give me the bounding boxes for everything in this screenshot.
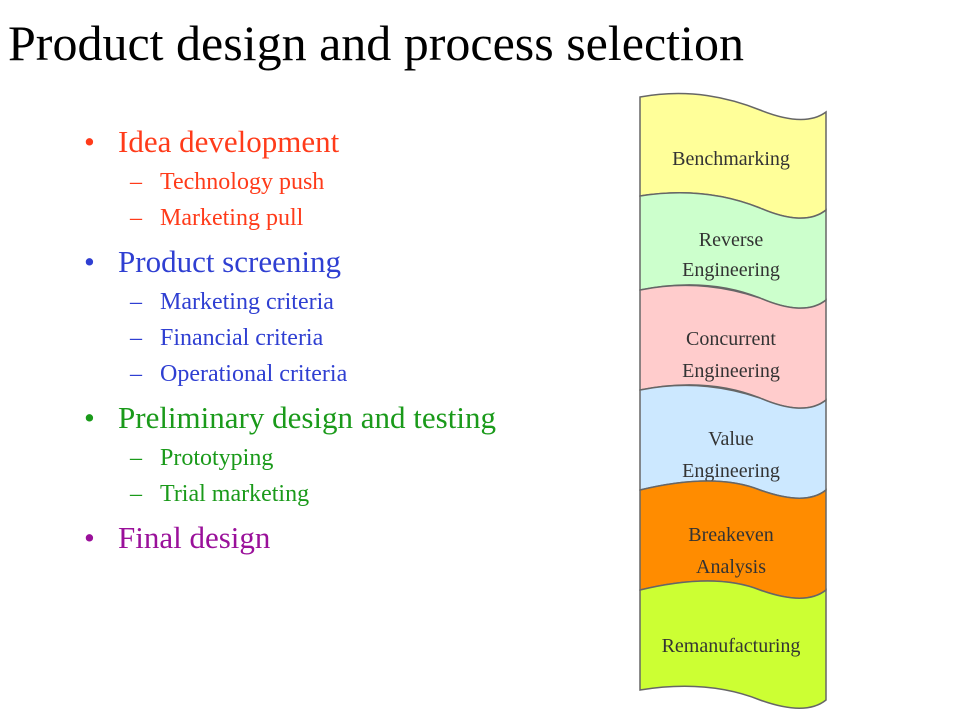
band-label-line: Analysis <box>696 556 766 578</box>
sub-dash: – <box>130 361 142 387</box>
bullet-text: Idea development <box>118 124 340 159</box>
sub-dash: – <box>130 169 142 195</box>
sub-item-text: Operational criteria <box>160 361 348 387</box>
sub-item-text: Financial criteria <box>160 325 324 351</box>
bullet-dot: • <box>84 244 95 279</box>
sub-item-text: Technology push <box>160 169 325 195</box>
sub-item-text: Marketing criteria <box>160 289 334 315</box>
band-label-line: Engineering <box>682 460 780 482</box>
bullet-text: Product screening <box>118 244 341 279</box>
sub-item-text: Trial marketing <box>160 481 310 507</box>
tool-band-reverse-engineering: Reverse Engineering <box>639 192 827 309</box>
band-shape <box>639 580 827 710</box>
band-label-line: Value <box>708 428 754 450</box>
bullet-dot: • <box>84 400 95 435</box>
sub-item-operational-criteria: – Operational criteria <box>80 359 620 390</box>
band-label-line: Breakeven <box>688 524 774 546</box>
band-label-line: Remanufacturing <box>662 635 801 657</box>
bullet-text: Final design <box>118 520 271 555</box>
sub-dash: – <box>130 481 142 507</box>
band-label-line: Engineering <box>682 360 780 382</box>
sub-item-technology-push: – Technology push <box>80 167 620 198</box>
tool-band-value-engineering: Value Engineering <box>639 384 827 500</box>
outline-list: • Idea development – Technology push – M… <box>80 122 620 558</box>
bullet-dot: • <box>84 520 95 555</box>
tool-band-breakeven-analysis: Breakeven Analysis <box>639 480 827 600</box>
sub-item-text: Marketing pull <box>160 205 304 231</box>
bullet-text: Preliminary design and testing <box>118 400 496 435</box>
band-label-line: Benchmarking <box>672 148 790 170</box>
sub-dash: – <box>130 325 142 351</box>
tool-band-benchmarking: Benchmarking <box>639 92 827 219</box>
bullet-idea-development: • Idea development <box>80 122 620 162</box>
slide-title: Product design and process selection <box>8 15 744 71</box>
band-label-line: Concurrent <box>686 328 776 350</box>
bullet-preliminary-design: • Preliminary design and testing <box>80 398 620 438</box>
band-label-line: Engineering <box>682 259 780 281</box>
sub-dash: – <box>130 205 142 231</box>
tool-band-remanufacturing: Remanufacturing <box>639 580 827 710</box>
sub-item-financial-criteria: – Financial criteria <box>80 323 620 354</box>
bullet-final-design: • Final design <box>80 518 620 558</box>
sub-item-prototyping: – Prototyping <box>80 443 620 474</box>
sub-item-text: Prototyping <box>160 445 274 471</box>
sub-item-marketing-pull: – Marketing pull <box>80 203 620 234</box>
bullet-product-screening: • Product screening <box>80 242 620 282</box>
bullet-dot: • <box>84 124 95 159</box>
sub-dash: – <box>130 289 142 315</box>
sub-item-trial-marketing: – Trial marketing <box>80 479 620 510</box>
sub-dash: – <box>130 445 142 471</box>
tool-band-concurrent-engineering: Concurrent Engineering <box>639 284 827 409</box>
band-label-line: Reverse <box>699 229 764 251</box>
sub-item-marketing-criteria: – Marketing criteria <box>80 287 620 318</box>
